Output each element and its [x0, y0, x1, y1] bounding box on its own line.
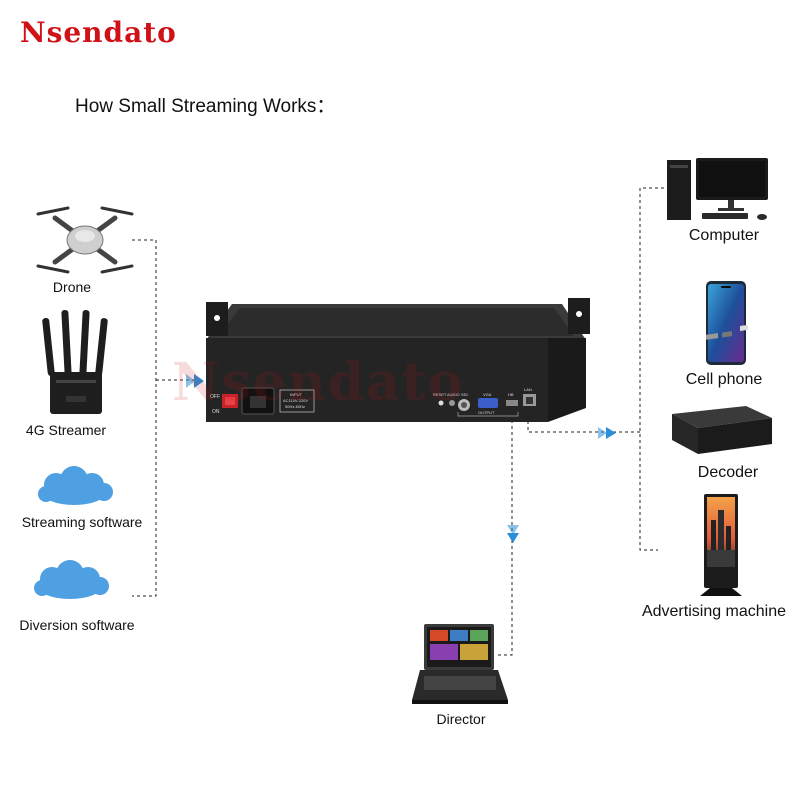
cloud-icon: [38, 466, 113, 505]
port-reset-label: RESET: [433, 392, 447, 397]
computer-icon: [667, 158, 768, 220]
brand-logo: Nsendato: [20, 16, 177, 49]
port-vga-label: VGA: [483, 392, 492, 397]
source-label-diversion-software: Diversion software: [19, 617, 135, 633]
director-connector: [497, 420, 513, 656]
port-lan-label: LAN: [524, 387, 532, 392]
cloud-icon: [34, 560, 109, 599]
arrow-icon: [598, 427, 616, 439]
input-voltage-label: AC110V-220V: [283, 398, 308, 403]
left-connector: [132, 239, 196, 597]
source-label-streaming-software: Streaming software: [21, 514, 143, 530]
port-sdi-label: SDI: [461, 392, 468, 397]
port-audio-label: AUDIO: [447, 392, 460, 397]
source-label-4g-streamer: 4G Streamer: [25, 422, 107, 438]
output-label: OUTPUT: [478, 410, 495, 415]
output-label-advertising-machine: Advertising machine: [641, 603, 787, 620]
page-title: How Small Streaming Works：: [75, 96, 336, 117]
encoder-device-icon: [206, 298, 590, 422]
router-icon: [42, 309, 108, 414]
source-label-drone: Drone: [52, 279, 92, 295]
power-off-label: OFF: [210, 394, 220, 400]
kiosk-icon: [700, 494, 742, 596]
phone-icon: [706, 281, 746, 365]
watermark: Nsendato: [172, 352, 464, 413]
output-label-decoder: Decoder: [697, 464, 759, 481]
laptop-icon: [412, 624, 508, 704]
director-label: Director: [436, 711, 486, 727]
input-label: INPUT: [290, 392, 303, 397]
arrow-icon: [507, 525, 519, 543]
output-label-computer: Computer: [688, 227, 760, 244]
output-label-cell-phone: Cell phone: [685, 371, 763, 388]
port-hdmi-label: HB: [508, 392, 514, 397]
decoder-icon: [672, 324, 772, 454]
power-on-label: ON: [212, 409, 220, 415]
arrow-icon: [186, 374, 204, 388]
drone-icon: [36, 206, 134, 274]
input-frequency-label: 50Hz-60Hz: [285, 404, 305, 409]
